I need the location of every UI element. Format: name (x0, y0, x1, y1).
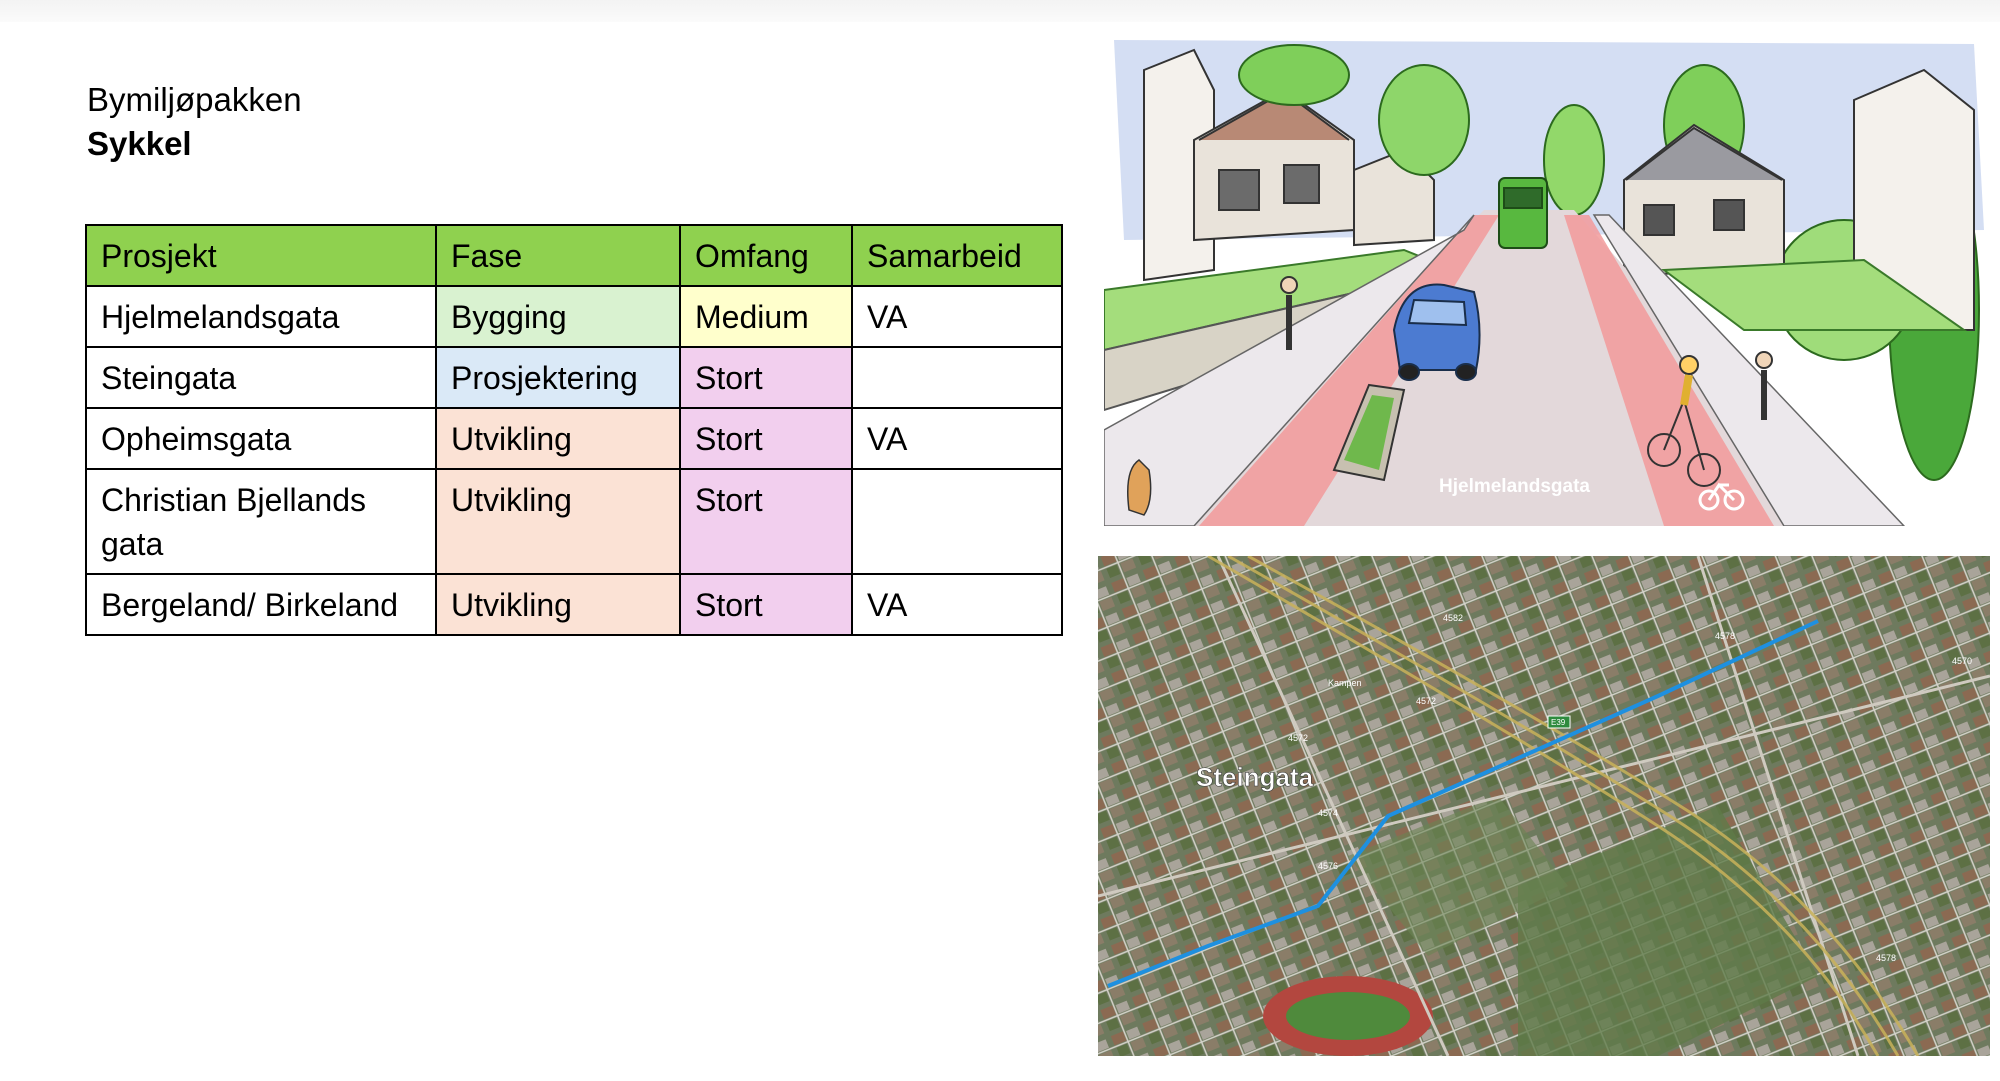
cyclist (1647, 355, 1721, 487)
road-number-label: 4582 (1443, 613, 1463, 623)
road-number-label: 4574 (1318, 808, 1338, 818)
table-row: Opheimsgata Utvikling Stort VA (85, 407, 1063, 470)
cell-prosjekt: Christian Bjellands gata (85, 468, 437, 575)
houses-right (1623, 68, 1975, 331)
road-shield-label: E39 (1551, 718, 1566, 727)
cell-fase: Utvikling (435, 573, 681, 636)
map-street-label: Steingata (1196, 762, 1314, 792)
cell-omfang: Stort (679, 346, 853, 409)
street-sketch-illustration: Hjelmelandsgata (1104, 30, 1992, 526)
table-row: Steingata Prosjektering Stort (85, 346, 1063, 409)
cell-samarbeid: VA (851, 573, 1063, 636)
top-strip (0, 0, 2000, 22)
aerial-map: 4582 4578 4570 4572 4572 4574 4576 4578 … (1098, 556, 1990, 1056)
road-number-label: 4578 (1876, 953, 1896, 963)
cell-fase: Utvikling (435, 407, 681, 470)
cell-prosjekt: Bergeland/ Birkeland (85, 573, 437, 636)
cell-omfang: Stort (679, 407, 853, 470)
table-header-row: Prosjekt Fase Omfang Samarbeid (85, 224, 1063, 287)
title-subtitle: Bymiljøpakken (87, 81, 302, 118)
cell-prosjekt: Steingata (85, 346, 437, 409)
cell-samarbeid (851, 468, 1063, 575)
cell-samarbeid: VA (851, 285, 1063, 348)
houses-left (1143, 48, 1435, 282)
page-title: Sykkel (87, 125, 192, 162)
title-block: Bymiljøpakken Sykkel (87, 78, 302, 166)
cell-samarbeid (851, 346, 1063, 409)
table-row: Christian Bjellands gata Utvikling Stort (85, 468, 1063, 575)
cell-prosjekt: Opheimsgata (85, 407, 437, 470)
cell-omfang: Medium (679, 285, 853, 348)
cell-omfang: Stort (679, 468, 853, 575)
cell-fase: Prosjektering (435, 346, 681, 409)
header-omfang: Omfang (679, 224, 853, 287)
cell-omfang: Stort (679, 573, 853, 636)
header-fase: Fase (435, 224, 681, 287)
e39-shield-icon: E39 (1547, 715, 1571, 729)
pedestrian (1280, 276, 1773, 420)
cell-fase: Utvikling (435, 468, 681, 575)
bike-lane-symbol-icon (1698, 482, 1745, 511)
car (1392, 283, 1481, 381)
steingata-route (1107, 619, 1819, 988)
road-number-label: 4576 (1318, 861, 1338, 871)
header-prosjekt: Prosjekt (85, 224, 437, 287)
projects-table: Prosjekt Fase Omfang Samarbeid Hjelmelan… (85, 224, 1063, 636)
cell-prosjekt: Hjelmelandsgata (85, 285, 437, 348)
bus (1498, 177, 1548, 249)
cell-fase: Bygging (435, 285, 681, 348)
table-row: Hjelmelandsgata Bygging Medium VA (85, 285, 1063, 348)
sketch-street-label: Hjelmelandsgata (1439, 476, 1590, 497)
header-samarbeid: Samarbeid (851, 224, 1063, 287)
tunnel-corridor (1207, 556, 1920, 1056)
road-number-label: 4570 (1952, 656, 1972, 666)
map-place-label: Kampen (1328, 678, 1362, 688)
road-number-label: 4572 (1416, 696, 1436, 706)
road-number-label: 4578 (1715, 631, 1735, 641)
running-track (1263, 976, 1433, 1056)
table-row: Bergeland/ Birkeland Utvikling Stort VA (85, 573, 1063, 636)
cell-samarbeid: VA (851, 407, 1063, 470)
road-number-label: 4572 (1288, 733, 1308, 743)
